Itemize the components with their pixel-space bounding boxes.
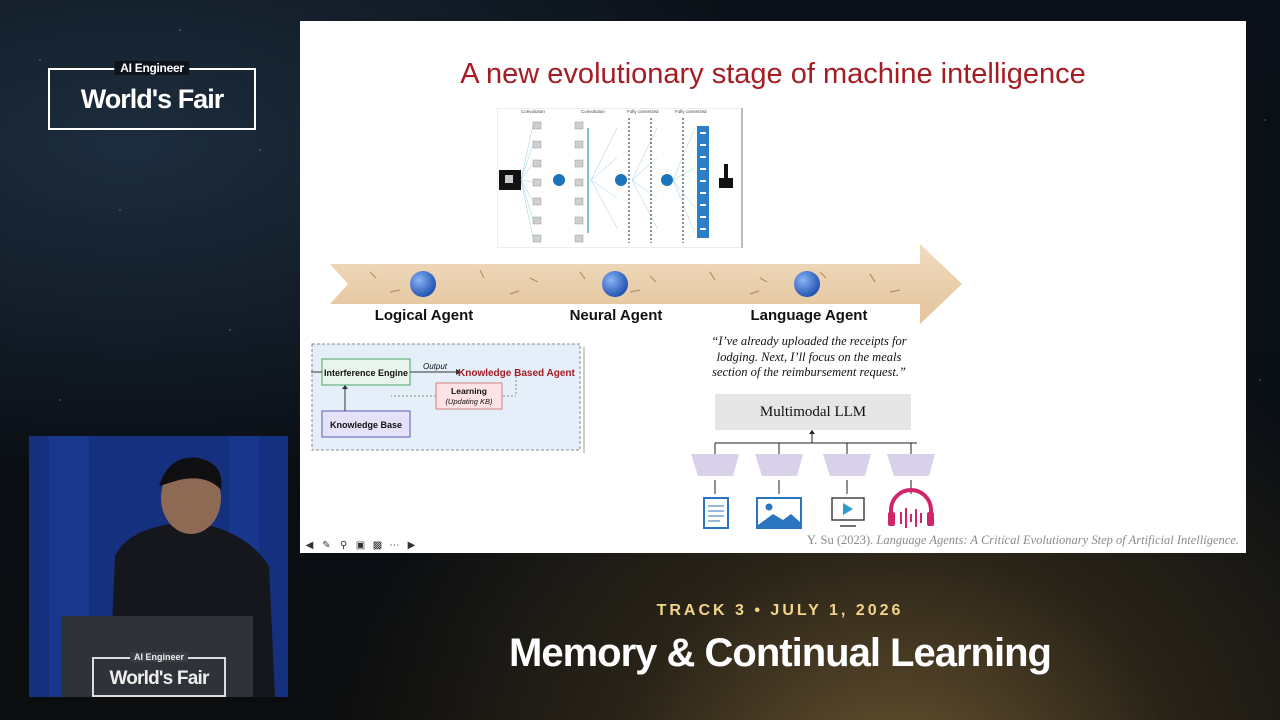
cnn-layer-label-4: Fully connected bbox=[675, 109, 707, 114]
output-label: Output bbox=[423, 362, 448, 371]
more-options-icon[interactable]: ⋯ bbox=[389, 540, 400, 551]
captions-icon[interactable]: ▣ bbox=[355, 540, 366, 551]
knowledge-based-agent-label: Knowledge Based Agent bbox=[458, 368, 576, 379]
citation-title: Language Agents: A Critical Evolutionary… bbox=[876, 533, 1239, 547]
event-logo: AI Engineer World's Fair bbox=[48, 61, 256, 130]
cnn-layer-label-3: Fully connected bbox=[627, 109, 659, 114]
inference-engine-label: Interference Engine bbox=[324, 368, 408, 378]
speaker-figure bbox=[29, 436, 288, 697]
citation-prefix: Y. Su (2023). bbox=[806, 533, 874, 547]
podium-logo-small: AI Engineer bbox=[129, 652, 189, 662]
cnn-layer-label-1: Convolution bbox=[521, 109, 545, 114]
stage-label-neural: Neural Agent bbox=[569, 307, 663, 324]
image-icon bbox=[756, 497, 802, 529]
evolution-arrow bbox=[330, 244, 962, 324]
event-logo-small: AI Engineer bbox=[114, 61, 190, 75]
track-date-label: TRACK 3 • JULY 1, 2026 bbox=[656, 602, 904, 619]
prev-slide-icon[interactable]: ◀ bbox=[305, 540, 314, 551]
stage-label-language: Language Agent bbox=[750, 307, 868, 324]
video-icon bbox=[831, 497, 865, 527]
stage-marker-logical bbox=[410, 271, 436, 297]
knowledge-based-agent-diagram: Interference Engine Output Knowledge Bas… bbox=[311, 343, 585, 453]
camera-icon[interactable]: ▩ bbox=[372, 540, 383, 551]
session-title: Memory & Continual Learning bbox=[509, 631, 1052, 675]
slide-controls: ◀ ✎ ⚲ ▣ ▩ ⋯ ▶ bbox=[303, 539, 418, 552]
document-icon bbox=[703, 497, 729, 529]
zoom-icon[interactable]: ⚲ bbox=[339, 540, 348, 551]
knowledge-base-label: Knowledge Base bbox=[330, 420, 402, 430]
pen-icon[interactable]: ✎ bbox=[322, 540, 331, 551]
cnn-illustration: Convolution Convolution Fully connected … bbox=[497, 108, 743, 248]
stage-marker-language bbox=[794, 271, 820, 297]
next-slide-icon[interactable]: ▶ bbox=[407, 540, 416, 551]
agent-quote: “I’ve already uploaded the receipts for … bbox=[711, 334, 907, 379]
stage-label-logical: Logical Agent bbox=[374, 307, 474, 324]
audio-icon bbox=[888, 488, 934, 528]
learning-sub-label: (Updating KB) bbox=[445, 397, 493, 406]
event-logo-big: World's Fair bbox=[80, 84, 224, 114]
presentation-slide: A new evolutionary stage of machine inte… bbox=[300, 21, 1246, 553]
cnn-layer-label-2: Convolution bbox=[581, 109, 605, 114]
podium-logo: AI Engineer World's Fair bbox=[92, 652, 226, 697]
learning-label: Learning bbox=[451, 386, 487, 396]
multimodal-llm-box: Multimodal LLM bbox=[715, 394, 911, 430]
slide-title: A new evolutionary stage of machine inte… bbox=[460, 58, 1086, 90]
stage-marker-neural bbox=[602, 271, 628, 297]
citation: Y. Su (2023). Language Agents: A Critica… bbox=[807, 533, 1239, 548]
multimodal-inputs-diagram bbox=[691, 430, 935, 529]
podium-logo-big: World's Fair bbox=[109, 668, 209, 689]
